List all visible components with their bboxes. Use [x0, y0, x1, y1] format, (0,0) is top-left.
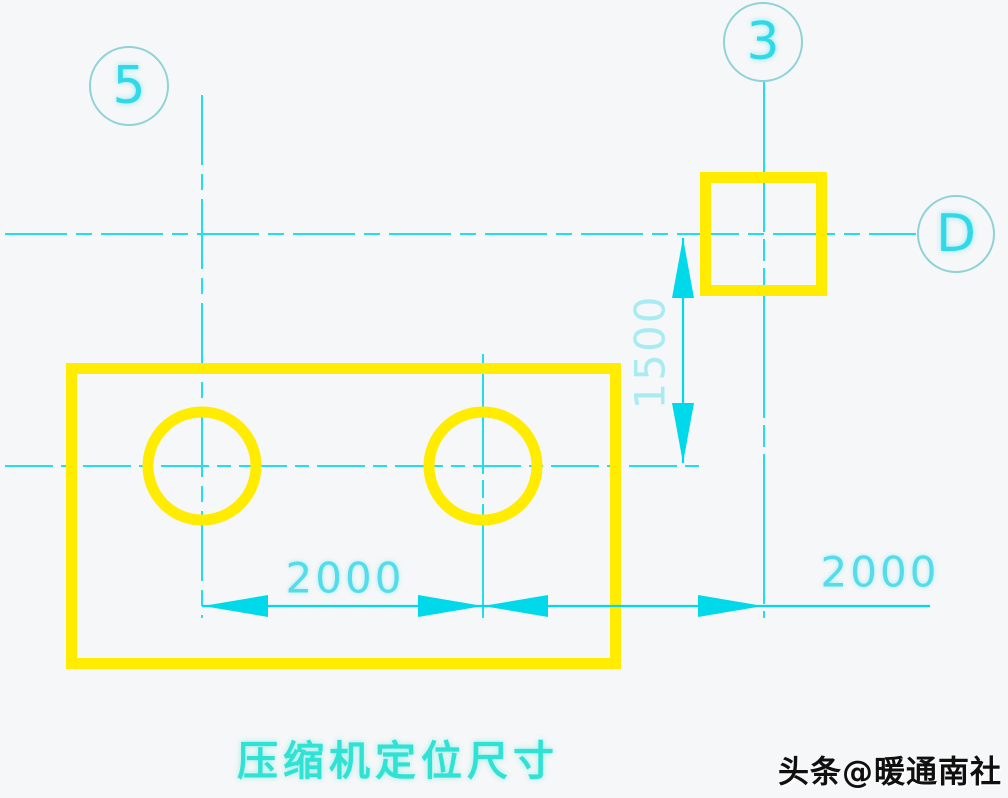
arrow-bowtie-left-icon: [418, 595, 483, 617]
grid-bubble-5: 5: [89, 46, 169, 126]
arrow-bowtie-right-icon: [483, 595, 548, 617]
watermark-text: 头条@暖通南社: [778, 754, 1002, 791]
grid-bubble-5-label: 5: [112, 56, 146, 116]
arrow-right-icon: [698, 595, 763, 617]
drawing-title: 压缩机定位尺寸: [237, 737, 559, 785]
grid-bubble-3-label: 3: [746, 12, 780, 72]
equipment-group: [66, 172, 827, 669]
compressor-circle-left: [142, 406, 262, 526]
centerline-group: [5, 82, 916, 618]
grid-bubble-3: 3: [723, 2, 803, 82]
dimension-label-right-2000: 2000: [820, 547, 940, 597]
column-equipment-outline: [700, 172, 827, 296]
compressor-base-outline: [66, 363, 621, 669]
arrow-left-icon: [203, 595, 268, 617]
dimension-arrow-group: [203, 238, 763, 617]
dimension-label-left-2000: 2000: [285, 553, 405, 603]
dimension-label-vertical-1500: 1500: [625, 294, 675, 410]
grid-bubble-d: D: [917, 195, 995, 273]
arrow-up-icon: [672, 238, 694, 298]
grid-bubble-d-label: D: [935, 204, 977, 264]
compressor-circle-right: [423, 406, 543, 526]
arrow-down-icon: [672, 403, 694, 463]
